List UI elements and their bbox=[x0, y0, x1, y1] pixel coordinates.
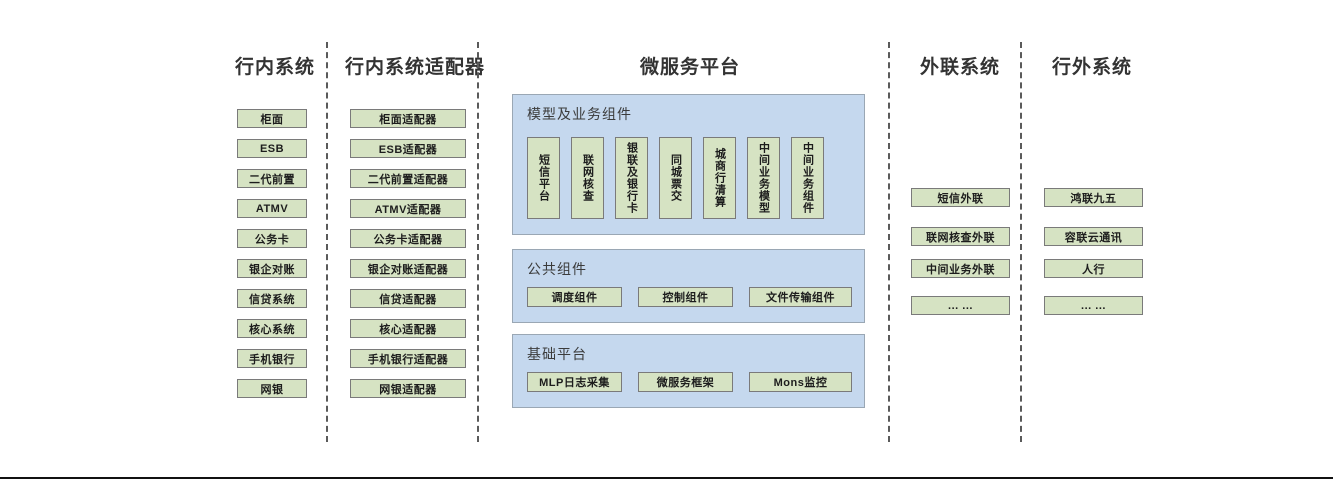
node-model-component[interactable]: 银联及银行卡 bbox=[615, 137, 648, 219]
node-internal-adapter[interactable]: 信贷适配器 bbox=[350, 289, 466, 308]
node-internal-system[interactable]: 核心系统 bbox=[237, 319, 307, 338]
column-title-outside-bank-systems: 行外系统 bbox=[1051, 57, 1132, 78]
node-internal-system[interactable]: 二代前置 bbox=[237, 169, 307, 188]
node-external-link-system[interactable]: 中间业务外联 bbox=[911, 259, 1010, 278]
separator-2 bbox=[477, 42, 479, 442]
bottom-divider bbox=[0, 477, 1333, 479]
node-public-component[interactable]: 文件传输组件 bbox=[749, 287, 852, 307]
panel-title-model-business-components: 模型及业务组件 bbox=[527, 106, 632, 122]
node-outside-bank-system[interactable]: 人行 bbox=[1044, 259, 1143, 278]
column-title-internal-systems: 行内系统 bbox=[234, 57, 315, 78]
node-internal-adapter[interactable]: 网银适配器 bbox=[350, 379, 466, 398]
node-internal-system[interactable]: 信贷系统 bbox=[237, 289, 307, 308]
node-model-component[interactable]: 短信平台 bbox=[527, 137, 560, 219]
node-internal-adapter[interactable]: 核心适配器 bbox=[350, 319, 466, 338]
node-internal-adapter[interactable]: ESB适配器 bbox=[350, 139, 466, 158]
node-internal-system[interactable]: ESB bbox=[237, 139, 307, 158]
node-internal-system[interactable]: 银企对账 bbox=[237, 259, 307, 278]
separator-3 bbox=[888, 42, 890, 442]
node-model-component[interactable]: 中间业务模型 bbox=[747, 137, 780, 219]
node-internal-system[interactable]: 柜面 bbox=[237, 109, 307, 128]
node-outside-bank-system[interactable]: ... ... bbox=[1044, 296, 1143, 315]
node-model-component[interactable]: 中间业务组件 bbox=[791, 137, 824, 219]
column-title-microservice-platform: 微服务平台 bbox=[639, 57, 740, 78]
panel-title-public-components: 公共组件 bbox=[527, 261, 587, 277]
node-outside-bank-system[interactable]: 容联云通讯 bbox=[1044, 227, 1143, 246]
node-internal-system[interactable]: 公务卡 bbox=[237, 229, 307, 248]
node-base-platform-component[interactable]: 微服务框架 bbox=[638, 372, 733, 392]
node-internal-adapter[interactable]: 手机银行适配器 bbox=[350, 349, 466, 368]
column-title-internal-adapters: 行内系统适配器 bbox=[344, 57, 485, 78]
node-internal-system[interactable]: 网银 bbox=[237, 379, 307, 398]
node-model-component[interactable]: 同城票交 bbox=[659, 137, 692, 219]
node-base-platform-component[interactable]: Mons监控 bbox=[749, 372, 852, 392]
panel-base-platform: 基础平台 bbox=[512, 334, 865, 408]
node-public-component[interactable]: 控制组件 bbox=[638, 287, 733, 307]
node-internal-system[interactable]: ATMV bbox=[237, 199, 307, 218]
node-model-component[interactable]: 联网核查 bbox=[571, 137, 604, 219]
node-base-platform-component[interactable]: MLP日志采集 bbox=[527, 372, 622, 392]
node-public-component[interactable]: 调度组件 bbox=[527, 287, 622, 307]
node-internal-adapter[interactable]: ATMV适配器 bbox=[350, 199, 466, 218]
separator-4 bbox=[1020, 42, 1022, 442]
separator-1 bbox=[326, 42, 328, 442]
panel-public-components: 公共组件 bbox=[512, 249, 865, 323]
node-internal-adapter[interactable]: 二代前置适配器 bbox=[350, 169, 466, 188]
node-external-link-system[interactable]: 联网核查外联 bbox=[911, 227, 1010, 246]
node-external-link-system[interactable]: 短信外联 bbox=[911, 188, 1010, 207]
column-title-external-link-systems: 外联系统 bbox=[919, 57, 1000, 78]
node-internal-system[interactable]: 手机银行 bbox=[237, 349, 307, 368]
node-internal-adapter[interactable]: 柜面适配器 bbox=[350, 109, 466, 128]
node-outside-bank-system[interactable]: 鸿联九五 bbox=[1044, 188, 1143, 207]
node-model-component[interactable]: 城商行清算 bbox=[703, 137, 736, 219]
node-internal-adapter[interactable]: 银企对账适配器 bbox=[350, 259, 466, 278]
node-internal-adapter[interactable]: 公务卡适配器 bbox=[350, 229, 466, 248]
panel-title-base-platform: 基础平台 bbox=[527, 346, 587, 362]
node-external-link-system[interactable]: ... ... bbox=[911, 296, 1010, 315]
